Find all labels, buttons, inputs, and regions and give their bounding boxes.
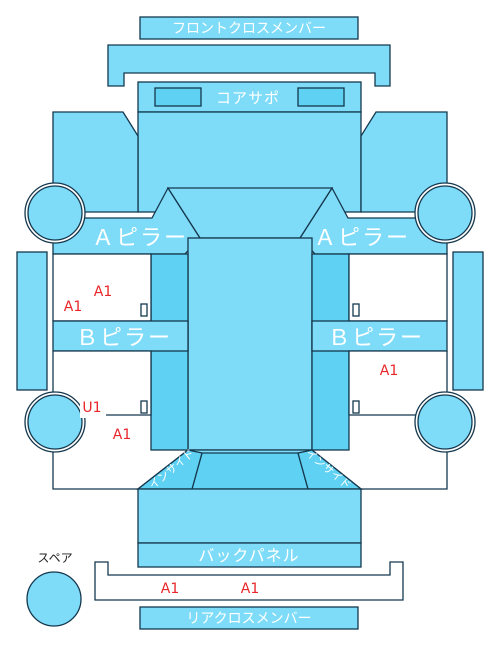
damage-mark-rear-left-inner: A1	[113, 427, 131, 443]
door-pin-rear-left	[140, 400, 148, 414]
door-pin-rear-right	[352, 400, 360, 414]
damage-mark-rear-left-u: U1	[82, 400, 101, 416]
wheel-rear-right[interactable]	[417, 394, 473, 450]
b-pillar-left-panel[interactable]	[52, 320, 189, 352]
damage-mark-back-right: A1	[241, 581, 259, 597]
rear-door-left-area[interactable]	[53, 350, 152, 416]
core-support-slot-right	[297, 87, 345, 107]
spare-label: スペア	[37, 551, 72, 565]
rear-quarter-left-outline	[52, 445, 138, 490]
wheel-front-right[interactable]	[417, 185, 473, 241]
front-cross-member-panel[interactable]	[139, 16, 359, 40]
trunk-lid-panel[interactable]	[137, 488, 362, 544]
inner-rail-left[interactable]	[150, 253, 189, 451]
core-support-slot-left	[154, 87, 202, 107]
side-sill-right[interactable]	[452, 251, 484, 391]
rear-quarter-right-outline	[361, 445, 448, 490]
roof-panel[interactable]	[187, 237, 313, 451]
rear-cross-member-panel[interactable]	[139, 606, 359, 630]
damage-mark-back-left: A1	[161, 581, 179, 597]
b-pillar-right-label: Ｂピラー	[328, 326, 424, 351]
b-pillar-right-panel[interactable]	[311, 320, 448, 352]
rear-cross-member-label: リアクロスメンバー	[186, 611, 311, 627]
damage-mark-right-rear: A1	[380, 363, 398, 379]
wheel-front-left[interactable]	[27, 185, 83, 241]
spare-tire[interactable]	[26, 571, 82, 627]
rear-window-glass	[191, 452, 309, 490]
inner-rail-right[interactable]	[311, 253, 350, 451]
side-sill-left[interactable]	[16, 251, 48, 391]
door-pin-front-right	[352, 303, 360, 317]
front-door-right-area[interactable]	[348, 253, 448, 322]
damage-mark-front-left-upper: A1	[94, 284, 112, 300]
a-pillar-right-label: Ａピラー	[314, 226, 410, 251]
back-panel-label: バックパネル	[198, 546, 299, 565]
back-panel[interactable]	[137, 542, 362, 568]
damage-mark-front-left-lower: A1	[64, 299, 82, 315]
rear-door-right-area[interactable]	[348, 350, 447, 416]
u1-badge-bg	[80, 398, 106, 418]
front-door-left-area[interactable]	[52, 253, 152, 322]
a-pillar-left-label: Ａピラー	[92, 226, 188, 251]
core-support-label: コアサポ	[216, 89, 280, 107]
wheel-rear-left[interactable]	[27, 394, 83, 450]
b-pillar-left-label: Ｂピラー	[76, 326, 172, 351]
door-pin-front-left	[140, 303, 148, 317]
front-cross-member-label: フロントクロスメンバー	[172, 21, 326, 37]
rear-bumper-frame[interactable]	[94, 561, 404, 601]
front-bumper-frame[interactable]	[107, 44, 391, 87]
